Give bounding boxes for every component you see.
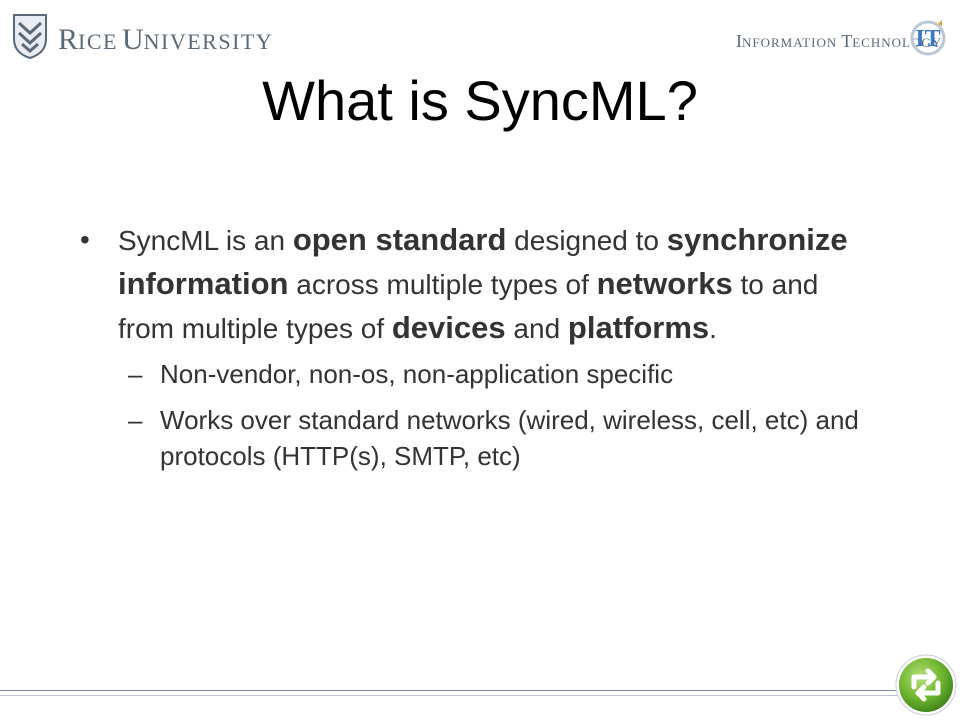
bullet-text-segment: . [709, 313, 717, 344]
bullet-item: • SyncML is an open standard designed to… [80, 218, 880, 350]
it-logo-mark-icon: IT [910, 20, 946, 56]
it-logo-mark-text: IT [915, 26, 940, 52]
sub-bullet-marker: – [128, 405, 143, 435]
sub-bullet-text: Non-vendor, non-os, non-application spec… [160, 359, 674, 389]
bullet-emphasis: networks [596, 266, 733, 301]
bullet-emphasis: devices [391, 310, 506, 345]
slide-title: What is SyncML? [262, 69, 698, 132]
bullet-text-segment: SyncML is an [118, 225, 293, 256]
rice-university-name: RICE UNIVERSITY [58, 23, 274, 56]
rice-shield-icon [13, 14, 47, 59]
footer-divider [0, 690, 900, 691]
bullet-emphasis: platforms [567, 310, 710, 345]
sync-arrows-icon [895, 654, 957, 716]
rice-university-logo: RICE UNIVERSITY [12, 13, 272, 59]
information-technology-name: INFORMATION TECHNOLOGY [736, 31, 943, 51]
bullet-text-segment: and [505, 313, 568, 344]
bullet-list: • SyncML is an open standard designed to… [80, 218, 880, 474]
bullet-text-segment: designed to [506, 225, 667, 256]
bullet-emphasis: synchronize information [118, 222, 848, 301]
bullet-emphasis: open standard [292, 222, 507, 257]
sub-bullet-item: – Non-vendor, non-os, non-application sp… [80, 356, 880, 392]
bullet-text-segment: to and from multiple types of [118, 269, 819, 344]
sub-bullet-marker: – [128, 359, 143, 389]
footer-divider [0, 695, 900, 696]
information-technology-logo: INFORMATION TECHNOLOGY IT [736, 18, 948, 58]
sub-bullet-text: Works over standard networks (wired, wir… [160, 405, 859, 471]
bullet-marker: • [80, 224, 90, 255]
sub-bullet-item: – Works over standard networks (wired, w… [80, 402, 880, 474]
bullet-text-segment: across multiple types of [288, 269, 597, 300]
